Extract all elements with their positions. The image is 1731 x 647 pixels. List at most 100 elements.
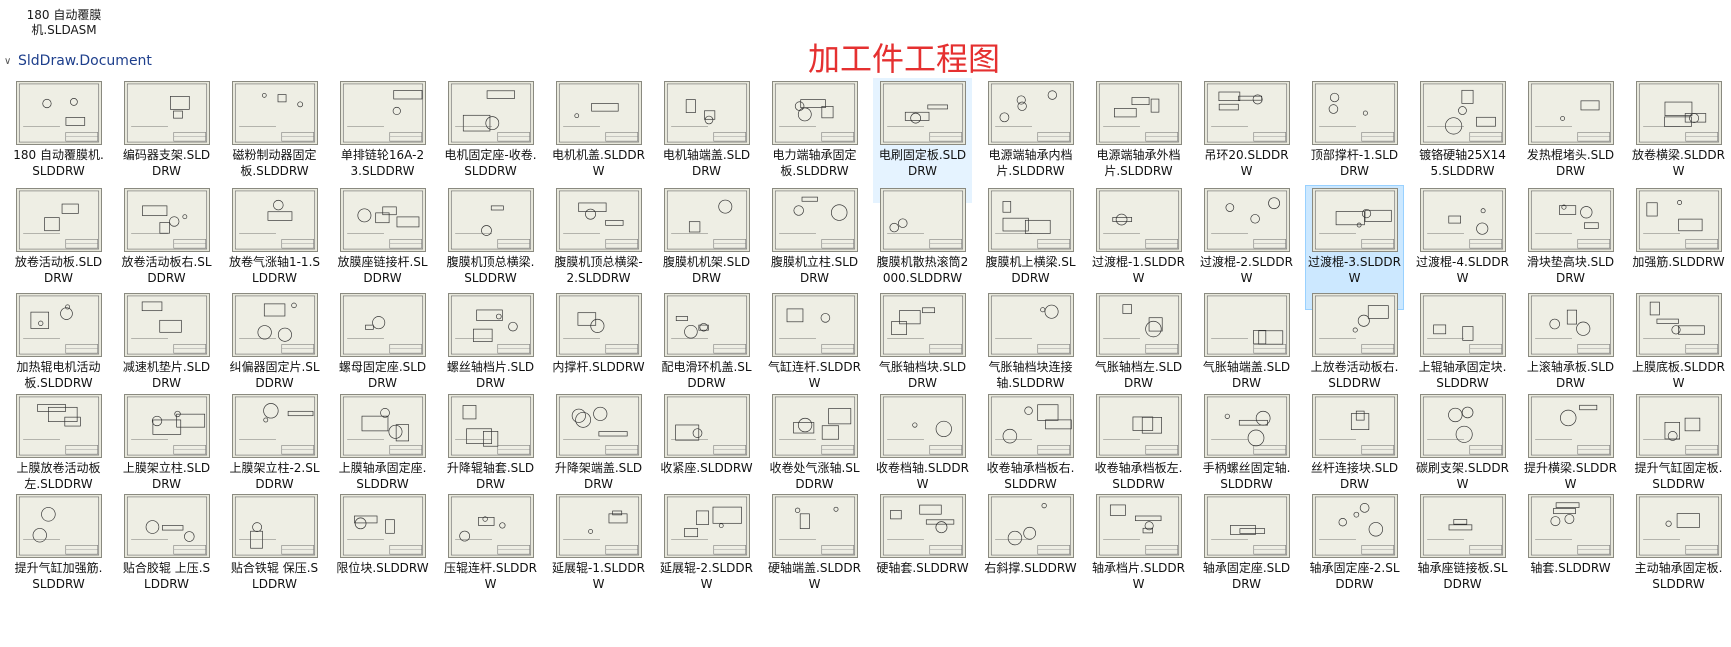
group-header[interactable]: ∨ SldDraw.Document — [4, 52, 152, 70]
file-name: 提升气缸加强筋.SLDDRW — [14, 561, 103, 591]
file-item[interactable]: 手柄螺丝固定轴.SLDDRW — [1197, 391, 1296, 516]
file-item[interactable]: 放卷活动板右.SLDDRW — [117, 185, 216, 310]
file-name: 电力端轴承固定板.SLDDRW — [772, 148, 857, 178]
file-item[interactable]: 加强筋.SLDDRW — [1629, 185, 1728, 310]
file-name: 放卷横梁.SLDDRW — [1632, 148, 1725, 178]
file-item[interactable]: 升降辊轴套.SLDDRW — [441, 391, 540, 516]
file-item[interactable]: 电刷固定板.SLDDRW — [873, 78, 972, 203]
drawing-thumbnail — [772, 188, 858, 252]
file-item[interactable]: 右斜撑.SLDDRW — [981, 491, 1080, 616]
file-item[interactable]: 螺母固定座.SLDDRW — [333, 290, 432, 415]
file-item[interactable]: 丝杆连接块.SLDDRW — [1305, 391, 1404, 516]
file-item[interactable]: 收紧座.SLDDRW — [657, 391, 756, 516]
assembly-file-item[interactable]: 180 自动覆膜机.SLDASM — [14, 8, 114, 38]
chevron-down-icon[interactable]: ∨ — [4, 55, 12, 67]
file-item[interactable]: 上膜架立柱.SLDDRW — [117, 391, 216, 516]
file-name: 丝杆连接块.SLDDRW — [1310, 461, 1399, 491]
file-item[interactable]: 气缸连杆.SLDDRW — [765, 290, 864, 415]
file-item[interactable]: 腹膜机顶总横梁-2.SLDDRW — [549, 185, 648, 310]
file-item[interactable]: 气胀轴端盖.SLDDRW — [1197, 290, 1296, 415]
file-item[interactable]: 腹膜机上横梁.SLDDRW — [981, 185, 1080, 310]
file-item[interactable]: 气胀轴档块.SLDDRW — [873, 290, 972, 415]
file-item[interactable]: 螺丝轴档片.SLDDRW — [441, 290, 540, 415]
file-item[interactable]: 过渡棍-4.SLDDRW — [1413, 185, 1512, 310]
file-item[interactable]: 轴承座链接板.SLDDRW — [1413, 491, 1512, 616]
file-item[interactable]: 限位块.SLDDRW — [333, 491, 432, 616]
file-item[interactable]: 电机固定座-收卷.SLDDRW — [441, 78, 540, 203]
file-item[interactable]: 提升气缸加强筋.SLDDRW — [9, 491, 108, 616]
file-item[interactable]: 上膜轴承固定座.SLDDRW — [333, 391, 432, 516]
file-item[interactable]: 过渡棍-2.SLDDRW — [1197, 185, 1296, 310]
file-item[interactable]: 上辊轴承固定块.SLDDRW — [1413, 290, 1512, 415]
file-item[interactable]: 硬轴套.SLDDRW — [873, 491, 972, 616]
file-item[interactable]: 腹膜机散热滚筒2000.SLDDRW — [873, 185, 972, 310]
file-item[interactable]: 轴承固定座-2.SLDDRW — [1305, 491, 1404, 616]
file-item[interactable]: 磁粉制动器固定板.SLDDRW — [225, 78, 324, 203]
file-name: 减速机垫片.SLDDRW — [122, 360, 211, 390]
file-item[interactable]: 180 自动覆膜机.SLDDRW — [9, 78, 108, 203]
drawing-thumbnail — [988, 81, 1074, 145]
file-item[interactable]: 放卷横梁.SLDDRW — [1629, 78, 1728, 203]
file-item[interactable]: 收卷档轴.SLDDRW — [873, 391, 972, 516]
file-item[interactable]: 贴合铁辊 保压.SLDDRW — [225, 491, 324, 616]
file-item[interactable]: 提升横梁.SLDDRW — [1521, 391, 1620, 516]
file-item[interactable]: 滑块垫高块.SLDDRW — [1521, 185, 1620, 310]
file-item[interactable]: 上膜放卷活动板左.SLDDRW — [9, 391, 108, 516]
file-name: 上膜放卷活动板左.SLDDRW — [16, 461, 101, 491]
file-item[interactable]: 电源端轴承内档片.SLDDRW — [981, 78, 1080, 203]
file-name: 电机轴端盖.SLDDRW — [662, 148, 751, 178]
drawing-thumbnail — [124, 394, 210, 458]
file-item[interactable]: 贴合胶辊 上压.SLDDRW — [117, 491, 216, 616]
drawing-thumbnail — [988, 394, 1074, 458]
file-item[interactable]: 轴承档片.SLDDRW — [1089, 491, 1188, 616]
file-item[interactable]: 轴承固定座.SLDDRW — [1197, 491, 1296, 616]
file-item[interactable]: 放膜座链接杆.SLDDRW — [333, 185, 432, 310]
drawing-thumbnail — [556, 188, 642, 252]
file-item[interactable]: 内撑杆.SLDDRW — [549, 290, 648, 415]
file-item[interactable]: 纠偏器固定片.SLDDRW — [225, 290, 324, 415]
file-item[interactable]: 吊环20.SLDDRW — [1197, 78, 1296, 203]
file-item[interactable]: 减速机垫片.SLDDRW — [117, 290, 216, 415]
file-item[interactable]: 硬轴端盖.SLDDRW — [765, 491, 864, 616]
file-item[interactable]: 腹膜机顶总横梁.SLDDRW — [441, 185, 540, 310]
file-item[interactable]: 镀铬硬轴25X145.SLDDRW — [1413, 78, 1512, 203]
file-item[interactable]: 上滚轴承板.SLDDRW — [1521, 290, 1620, 415]
file-item[interactable]: 收卷处气涨轴.SLDDRW — [765, 391, 864, 516]
file-item[interactable]: 主动轴承固定板.SLDDRW — [1629, 491, 1728, 616]
file-item[interactable]: 单排链轮16A-23.SLDDRW — [333, 78, 432, 203]
file-item[interactable]: 碳刷支架.SLDDRW — [1413, 391, 1512, 516]
file-item[interactable]: 腹膜机立柱.SLDDRW — [765, 185, 864, 310]
file-item[interactable]: 电力端轴承固定板.SLDDRW — [765, 78, 864, 203]
drawing-thumbnail — [1420, 81, 1506, 145]
file-item[interactable]: 气胀轴档块连接轴.SLDDRW — [981, 290, 1080, 415]
file-item[interactable]: 轴套.SLDDRW — [1521, 491, 1620, 616]
file-item[interactable]: 放卷气涨轴1-1.SLDDRW — [225, 185, 324, 310]
file-item[interactable]: 升降架端盖.SLDDRW — [549, 391, 648, 516]
file-item[interactable]: 电机机盖.SLDDRW — [549, 78, 648, 203]
file-item[interactable]: 发热棍堵头.SLDDRW — [1521, 78, 1620, 203]
file-item[interactable]: 上膜底板.SLDDRW — [1629, 290, 1728, 415]
file-item[interactable]: 压辊连杆.SLDDRW — [441, 491, 540, 616]
file-item[interactable]: 过渡棍-1.SLDDRW — [1089, 185, 1188, 310]
file-item[interactable]: 收卷轴承档板右.SLDDRW — [981, 391, 1080, 516]
file-item[interactable]: 气胀轴档左.SLDDRW — [1089, 290, 1188, 415]
file-item[interactable]: 提升气缸固定板.SLDDRW — [1629, 391, 1728, 516]
file-item[interactable]: 顶部撑杆-1.SLDDRW — [1305, 78, 1404, 203]
file-item[interactable]: 延展辊-2.SLDDRW — [657, 491, 756, 616]
file-item[interactable]: 配电滑环机盖.SLDDRW — [657, 290, 756, 415]
file-item[interactable]: 上放卷活动板右.SLDDRW — [1305, 290, 1404, 415]
file-item[interactable]: 延展辊-1.SLDDRW — [549, 491, 648, 616]
file-name: 升降架端盖.SLDDRW — [554, 461, 643, 491]
file-name: 滑块垫高块.SLDDRW — [1526, 255, 1615, 285]
file-item[interactable]: 腹膜机机架.SLDDRW — [657, 185, 756, 310]
file-item[interactable]: 放卷活动板.SLDDRW — [9, 185, 108, 310]
file-item[interactable]: 过渡棍-3.SLDDRW — [1305, 185, 1404, 310]
file-item[interactable]: 加热辊电机活动板.SLDDRW — [9, 290, 108, 415]
file-item[interactable]: 收卷轴承档板左.SLDDRW — [1089, 391, 1188, 516]
file-name: 配电滑环机盖.SLDDRW — [661, 360, 752, 390]
file-item[interactable]: 编码器支架.SLDDRW — [117, 78, 216, 203]
file-name: 手柄螺丝固定轴.SLDDRW — [1202, 461, 1291, 491]
file-item[interactable]: 电源端轴承外档片.SLDDRW — [1089, 78, 1188, 203]
file-item[interactable]: 电机轴端盖.SLDDRW — [657, 78, 756, 203]
file-item[interactable]: 上膜架立柱-2.SLDDRW — [225, 391, 324, 516]
